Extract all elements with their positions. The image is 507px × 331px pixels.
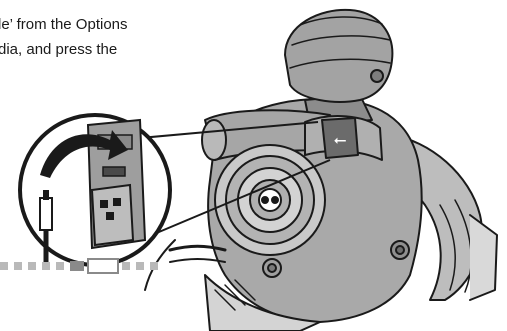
usb-symbol-icon: ⭠ (334, 130, 347, 149)
usb-port-closeup (20, 115, 170, 265)
robot-figure: ⭠ (145, 10, 497, 331)
footer-progress-strip (0, 259, 158, 273)
robot-head (285, 10, 392, 102)
